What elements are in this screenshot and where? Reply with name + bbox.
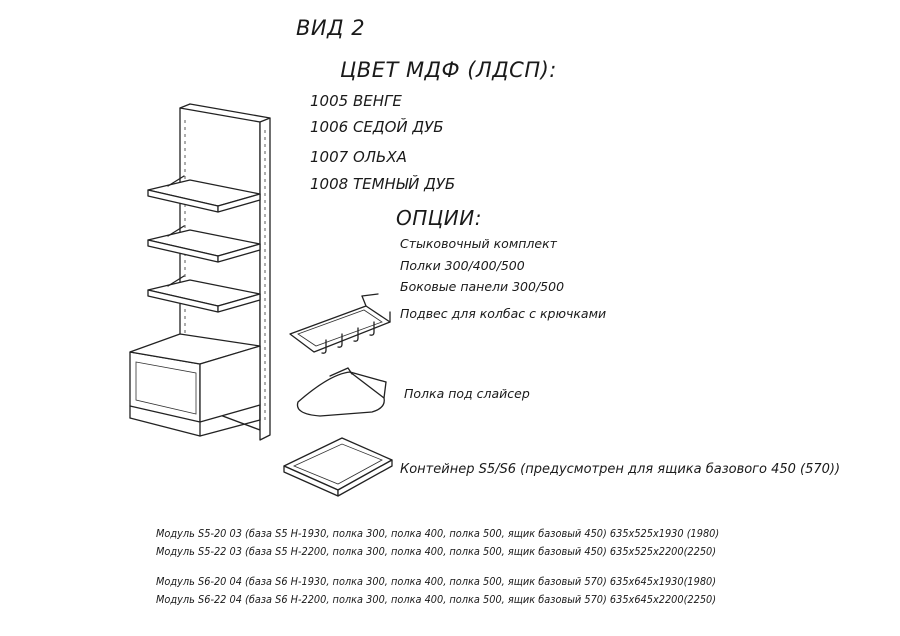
container-drawing xyxy=(283,437,393,497)
color-title: ЦВЕТ МДФ (ЛДСП): xyxy=(340,58,557,82)
option-side-panels: Боковые панели 300/500 xyxy=(400,279,565,294)
color-item-venge: 1005 ВЕНГЕ xyxy=(310,92,402,110)
module-line-4: Модуль S6-22 04 (база S6 H-2200, полка 3… xyxy=(156,594,717,606)
color-item-dark-oak: 1008 ТЕМНЫЙ ДУБ xyxy=(310,175,456,193)
label-slicer-shelf: Полка под слайсер xyxy=(404,386,530,401)
label-sausage-hanger: Подвес для колбас с крючками xyxy=(400,306,607,321)
shelf-top xyxy=(147,175,261,213)
view-title: ВИД 2 xyxy=(296,16,366,40)
option-shelves: Полки 300/400/500 xyxy=(400,258,525,273)
color-item-alder: 1007 ОЛЬХА xyxy=(310,148,407,166)
module-line-1: Модуль S5-20 03 (база S5 H-1930, полка 3… xyxy=(156,528,720,540)
option-docking-kit: Стыковочный комплект xyxy=(400,236,557,251)
options-title: ОПЦИИ: xyxy=(396,206,482,230)
shelf-bottom xyxy=(147,275,261,313)
slicer-shelf-drawing xyxy=(296,367,387,417)
color-item-grey-oak: 1006 СЕДОЙ ДУБ xyxy=(310,118,444,136)
base-box xyxy=(129,333,261,437)
module-line-2: Модуль S5-22 03 (база S5 H-2200, полка 3… xyxy=(156,546,717,558)
label-container: Контейнер S5/S6 (предусмотрен для ящика … xyxy=(400,462,841,477)
sausage-hanger-drawing xyxy=(289,293,391,354)
module-line-3: Модуль S6-20 04 (база S6 H-1930, полка 3… xyxy=(156,576,717,588)
shelving-unit-drawing xyxy=(129,103,271,441)
shelf-middle xyxy=(147,225,261,263)
